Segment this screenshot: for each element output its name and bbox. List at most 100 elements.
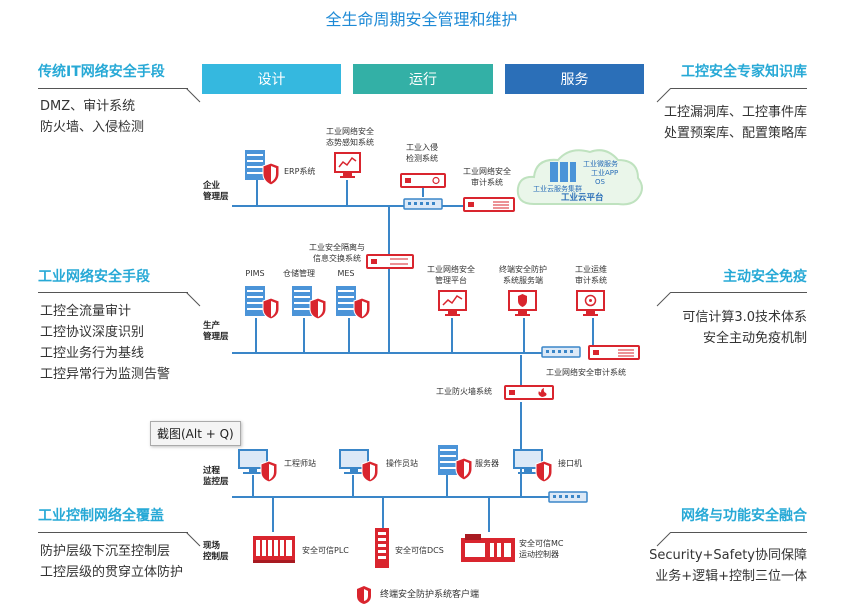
section-divider: [38, 532, 188, 533]
pims-label: PIMS: [245, 269, 265, 278]
cloud-server-icon: [548, 160, 578, 184]
left-item: 工控业务行为基线: [40, 346, 145, 361]
endpoint-server-monitor-icon: [508, 290, 538, 318]
right-item: 安全主动免疫机制: [702, 331, 807, 346]
drop-line: [523, 318, 525, 353]
firewall-up-line: [520, 355, 522, 389]
server-label: 服务器: [475, 459, 499, 468]
situation-label: 工业网络安全态势感知系统: [326, 127, 374, 147]
audit-appliance-icon: [463, 196, 515, 214]
plc-icon: [252, 532, 296, 566]
audit-mid-appliance-icon: [588, 344, 640, 362]
shield-icon: [356, 586, 372, 604]
production-switch-icon: [541, 345, 581, 359]
drop-line: [272, 497, 274, 532]
drop-line: [352, 475, 354, 497]
warehouse-label: 仓储管理: [283, 269, 315, 278]
section-divider: [671, 532, 807, 533]
erp-server-icon: [243, 148, 281, 186]
ops-audit-label: 工业运维审计系统: [575, 265, 607, 285]
drop-line: [488, 497, 490, 532]
firewall-label: 工业防火墙系统: [436, 387, 492, 396]
cloud-cluster-label: 工业云服务集群: [533, 185, 582, 193]
left-item: 防护层级下沉至控制层: [40, 544, 171, 559]
ids-appliance-icon: [400, 172, 446, 190]
left-item: 防火墙、入侵检测: [40, 120, 145, 135]
right-section-title-immunity: 主动安全免疫: [723, 269, 807, 285]
mgmt-platform-monitor-icon: [438, 290, 468, 318]
engineer-label: 工程师站: [284, 459, 316, 468]
production-bus: [232, 352, 544, 354]
screenshot-tooltip: 截图(Alt + Q): [150, 421, 241, 446]
ids-label: 工业入侵检测系统: [406, 143, 438, 163]
left-item: DMZ、审计系统: [40, 99, 136, 114]
legend-label: 终端安全防护系统客户端: [380, 590, 480, 600]
dcs-label: 安全可信DCS: [395, 546, 444, 555]
drop-line: [446, 475, 448, 497]
mc-icon: [460, 532, 516, 566]
process-switch-icon: [548, 490, 588, 504]
right-item: Security+Safety协同保障: [649, 548, 807, 563]
erp-label: ERP系统: [284, 167, 316, 176]
phase-design: 设计: [202, 64, 341, 94]
mes-server-icon: [334, 284, 372, 320]
mgmt-platform-label: 工业网络安全管理平台: [427, 265, 475, 285]
section-divider-corner: [655, 292, 675, 312]
section-divider: [671, 292, 807, 293]
page-title: 全生命周期安全管理和维护: [325, 10, 518, 29]
section-divider-corner: [655, 532, 675, 552]
layer-enterprise: 企业管理层: [203, 181, 229, 202]
audit-mid-label: 工业网络安全审计系统: [546, 368, 626, 377]
ops-audit-monitor-icon: [576, 290, 606, 318]
cloud-title: 工业云平台: [561, 193, 604, 203]
left-item: 工控异常行为监测告警: [40, 367, 171, 382]
situation-monitor-icon: [334, 152, 362, 180]
drop-line: [592, 318, 594, 353]
drop-line: [382, 497, 384, 532]
right-item: 可信计算3.0技术体系: [682, 310, 807, 325]
audit-top-label: 工业网络安全审计系统: [463, 167, 511, 187]
warehouse-server-icon: [290, 284, 328, 320]
dcs-icon: [374, 527, 390, 569]
isolation-label: 工业安全隔离与信息交换系统: [309, 243, 365, 263]
trunk-line: [388, 205, 390, 353]
phase-operation: 运行: [353, 64, 493, 94]
section-divider-corner: [186, 292, 206, 312]
firewall-appliance-icon: [504, 384, 554, 402]
left-item: 工控协议深度识别: [40, 325, 145, 340]
mes-label: MES: [337, 269, 355, 278]
enterprise-switch-icon: [403, 197, 443, 211]
cloud-icon: [514, 144, 646, 210]
drop-line: [255, 318, 257, 353]
right-section-title-knowledge: 工控安全专家知识库: [681, 64, 807, 80]
right-item: 处置预案库、配置策略库: [663, 126, 807, 141]
layer-production: 生产管理层: [203, 321, 229, 342]
drop-line: [348, 318, 350, 353]
left-item: 工控全流量审计: [40, 304, 132, 319]
drop-line: [303, 318, 305, 353]
process-bus: [232, 496, 550, 498]
engineer-pc-icon: [237, 446, 279, 482]
enterprise-bus: [232, 205, 504, 207]
interface-label: 接口机: [558, 459, 582, 468]
drop-line: [252, 475, 254, 497]
right-item: 工控漏洞库、工控事件库: [663, 105, 807, 120]
left-section-title-industrial: 工业网络安全手段: [38, 269, 150, 285]
right-item: 业务+逻辑+控制三位一体: [655, 569, 807, 584]
layer-field: 现场控制层: [203, 541, 229, 562]
operator-pc-icon: [338, 446, 380, 482]
left-section-title-coverage: 工业控制网络全覆盖: [38, 508, 164, 524]
endpoint-server-label: 终端安全防护系统服务端: [499, 265, 547, 285]
section-divider-corner: [655, 88, 675, 108]
process-server-icon: [436, 443, 474, 481]
drop-line: [451, 318, 453, 353]
operator-label: 操作员站: [386, 459, 418, 468]
layer-process: 过程监控层: [203, 466, 229, 487]
drop-line: [256, 180, 258, 206]
left-item: 工控层级的贯穿立体防护: [40, 565, 184, 580]
drop-line: [346, 180, 348, 206]
section-divider: [38, 292, 188, 293]
section-divider: [38, 88, 188, 89]
